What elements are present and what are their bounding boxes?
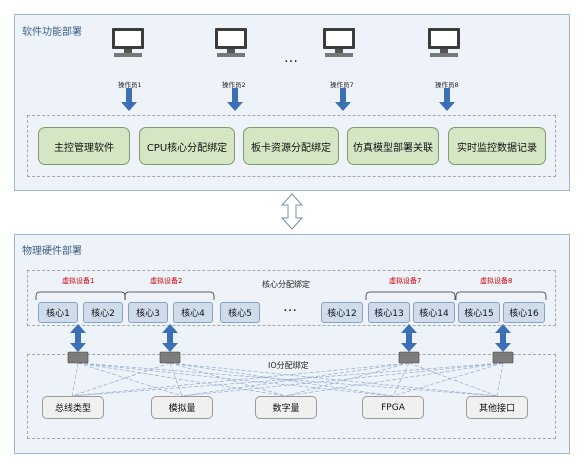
module-main-control: 主控管理软件 <box>38 127 130 165</box>
core-binding-label: 核心分配绑定 <box>262 280 310 289</box>
io-device-analog: 模拟量 <box>151 396 213 419</box>
operator-label: 操作员1 <box>118 81 142 89</box>
io-binding-label: IO分配绑定 <box>268 361 309 370</box>
operator-label: 操作员7 <box>330 81 354 89</box>
virtual-device-bracket <box>35 291 126 300</box>
connector-icon <box>67 351 89 364</box>
hardware-panel-title: 物理硬件部署 <box>22 246 82 257</box>
bidirectional-arrow-icon <box>70 324 86 352</box>
connector-icon <box>398 351 420 364</box>
cores-ellipsis: … <box>283 299 298 315</box>
computer-icon <box>112 28 144 57</box>
connector-icon <box>159 351 181 364</box>
computer-icon <box>323 28 355 57</box>
down-arrow-icon <box>439 88 455 111</box>
core-box: 核心15 <box>458 302 500 323</box>
core-box: 核心16 <box>503 302 545 323</box>
virtual-device-label: 虚拟设备7 <box>389 277 422 285</box>
down-arrow-icon <box>121 88 137 111</box>
double-arrow-icon <box>280 193 304 230</box>
module-realtime-monitor: 实时监控数据记录 <box>448 127 546 165</box>
core-box: 核心12 <box>321 302 363 323</box>
core-binding-group <box>27 270 556 326</box>
bidirectional-arrow-icon <box>401 324 417 352</box>
io-device-fpga: FPGA <box>362 396 424 419</box>
virtual-device-label: 虚拟设备1 <box>62 277 95 285</box>
software-modules-group <box>27 115 556 177</box>
module-cpu-binding: CPU核心分配绑定 <box>139 127 235 165</box>
core-box: 核心14 <box>413 302 455 323</box>
bidirectional-arrow-icon <box>495 324 511 352</box>
bidirectional-arrow-icon <box>162 324 178 352</box>
connector-icon <box>492 351 514 364</box>
computer-icon <box>215 28 247 57</box>
module-board-binding: 板卡资源分配绑定 <box>243 127 339 165</box>
io-connection-lines <box>71 362 504 397</box>
down-arrow-icon <box>335 88 351 111</box>
io-device-bus: 总线类型 <box>42 396 104 419</box>
operator-label: 操作员2 <box>222 81 246 89</box>
computer-icon <box>428 28 460 57</box>
operator-label: 操作员8 <box>435 81 459 89</box>
module-model-deploy: 仿真模型部署关联 <box>347 127 439 165</box>
core-box: 核心13 <box>368 302 410 323</box>
operators-ellipsis: … <box>284 50 299 66</box>
software-panel-title: 软件功能部署 <box>22 27 82 38</box>
core-box: 核心4 <box>173 302 213 323</box>
core-box: 核心2 <box>83 302 123 323</box>
bidirectional-arrow-icons <box>70 324 511 352</box>
virtual-device-bracket <box>365 291 456 300</box>
core-box: 核心5 <box>220 302 260 323</box>
io-device-other: 其他接口 <box>466 396 528 419</box>
down-arrow-icon <box>227 88 243 111</box>
virtual-device-label: 虚拟设备8 <box>480 277 513 285</box>
io-binding-group <box>27 354 556 439</box>
virtual-device-bracket <box>124 291 215 300</box>
virtual-device-bracket <box>455 291 547 300</box>
core-box: 核心3 <box>128 302 168 323</box>
virtual-device-label: 虚拟设备2 <box>150 277 183 285</box>
core-box: 核心1 <box>38 302 78 323</box>
io-device-digital: 数字量 <box>255 396 317 419</box>
